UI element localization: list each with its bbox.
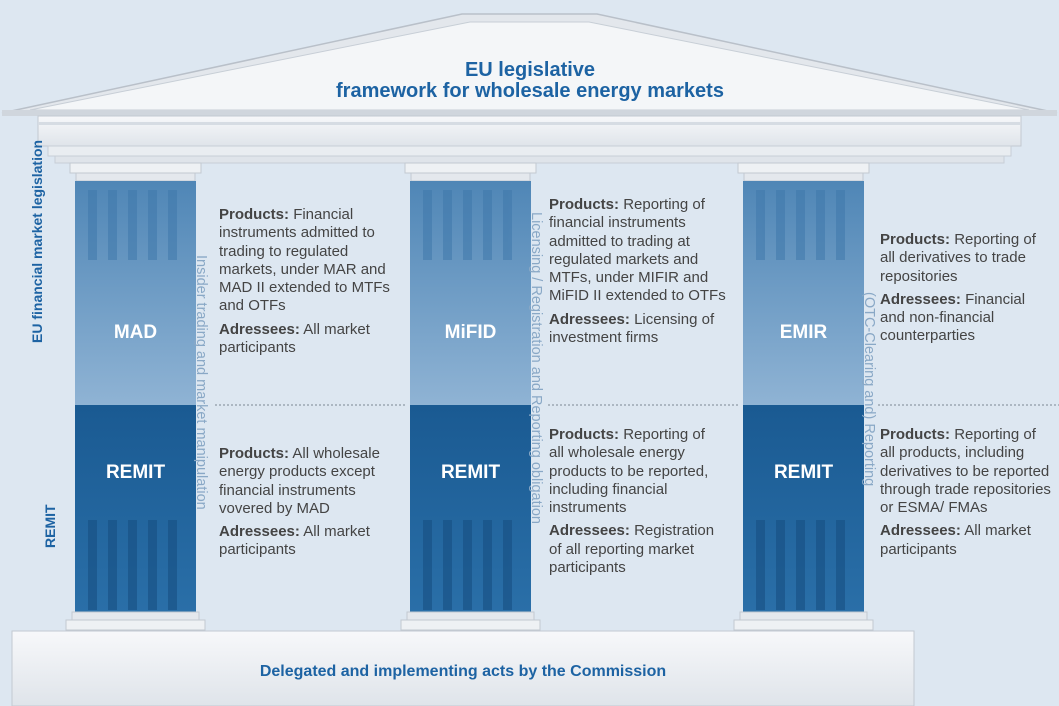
foundation-label: Delegated and implementing acts by the C…	[259, 663, 667, 680]
mifid-top-products: Products: Reporting of financial instrum…	[549, 196, 729, 306]
products-text: Financial instruments admitted to tradin…	[219, 206, 390, 315]
products-text: All wholesale energy products except fin…	[219, 445, 380, 517]
adressees-label: Adressees:	[219, 523, 300, 541]
emir-top-description: Products: Reporting of all derivatives t…	[880, 231, 1052, 346]
mad-top-description: Products: Financial instruments admitted…	[219, 206, 391, 357]
side-label-financial-text: EU financial market legislation	[29, 139, 45, 343]
products-text: Reporting of all products, including der…	[880, 426, 1051, 517]
mifid-top-description: Products: Reporting of financial instrum…	[549, 196, 729, 347]
diagram-title-line2: framework for wholesale energy markets	[336, 80, 724, 102]
pillar-fluting-lower	[88, 520, 845, 610]
side-label-remit: REMIT	[42, 504, 58, 548]
mad-bottom-description: Products: All wholesale energy products …	[219, 445, 391, 560]
pillar-label-remit-1: REMIT	[105, 462, 166, 483]
products-label: Products:	[219, 206, 290, 223]
products-label: Products:	[549, 196, 620, 213]
emir-top-products: Products: Reporting of all derivatives t…	[880, 231, 1052, 286]
diagram-title-line1: EU legislative	[464, 59, 596, 81]
adressees-text: Financial and non-financial counterparti…	[880, 290, 1026, 345]
pillar-label-remit-2: REMIT	[440, 462, 501, 483]
side-label-financial: EU financial market legislation	[29, 139, 45, 368]
pillar-label-remit-3: REMIT	[773, 462, 834, 483]
caption-licensing-reporting: Licensing / Registration and Reporting o…	[528, 212, 544, 524]
adressees-text: Licensing of investment firms	[549, 310, 715, 347]
adressees-text: All market participants	[880, 522, 1031, 558]
pillar-label-mad: MAD	[113, 322, 158, 343]
pillar-fluting	[88, 190, 845, 260]
emir-bottom-products: Products: Reporting of all products, inc…	[880, 426, 1052, 517]
products-text: Reporting of financial instruments admit…	[549, 196, 726, 305]
mifid-bottom-products: Products: Reporting of all wholesale ene…	[549, 426, 719, 517]
pillar-label-emir: EMIR	[779, 322, 828, 343]
adressees-label: Adressees:	[880, 522, 961, 540]
mifid-bottom-adressees: Adressees: Registration of all reporting…	[549, 522, 719, 577]
adressees-text: All market participants	[219, 320, 370, 357]
emir-bottom-adressees: Adressees: All market participants	[880, 522, 1052, 559]
mad-top-products: Products: Financial instruments admitted…	[219, 206, 391, 316]
adressees-text: Registration of all reporting market par…	[549, 522, 715, 577]
products-text: Reporting of all wholesale energy produc…	[549, 426, 709, 517]
products-label: Products:	[549, 426, 620, 443]
adressees-label: Adressees:	[549, 522, 630, 540]
mad-bottom-adressees: Adressees: All market participants	[219, 523, 391, 560]
adressees-label: Adressees:	[219, 320, 300, 338]
mad-top-adressees: Adressees: All market participants	[219, 321, 391, 358]
products-label: Products:	[219, 445, 290, 462]
entablature	[37, 115, 1022, 164]
caption-otc-clearing: (OTC-Clearing and) Reporting	[861, 292, 877, 487]
foundation	[11, 630, 915, 706]
pillar-capitals	[69, 162, 870, 182]
mad-bottom-products: Products: All wholesale energy products …	[219, 445, 391, 518]
emir-top-adressees: Adressees: Financial and non-financial c…	[880, 291, 1052, 346]
products-label: Products:	[880, 426, 951, 443]
mifid-bottom-description: Products: Reporting of all wholesale ene…	[549, 426, 719, 577]
emir-bottom-description: Products: Reporting of all products, inc…	[880, 426, 1052, 559]
mifid-top-adressees: Adressees: Licensing of investment firms	[549, 311, 729, 348]
products-text: Reporting of all derivatives to trade re…	[880, 231, 1036, 285]
products-label: Products:	[880, 231, 951, 248]
pillar-bases	[65, 611, 874, 631]
adressees-label: Adressees:	[880, 290, 961, 308]
pillar-label-mifid: MiFID	[444, 322, 497, 343]
adressees-text: All market participants	[219, 523, 370, 559]
adressees-label: Adressees:	[549, 310, 630, 328]
roof-pediment	[1, 13, 1058, 116]
caption-insider-trading: Insider trading and market manipulation	[193, 255, 209, 510]
